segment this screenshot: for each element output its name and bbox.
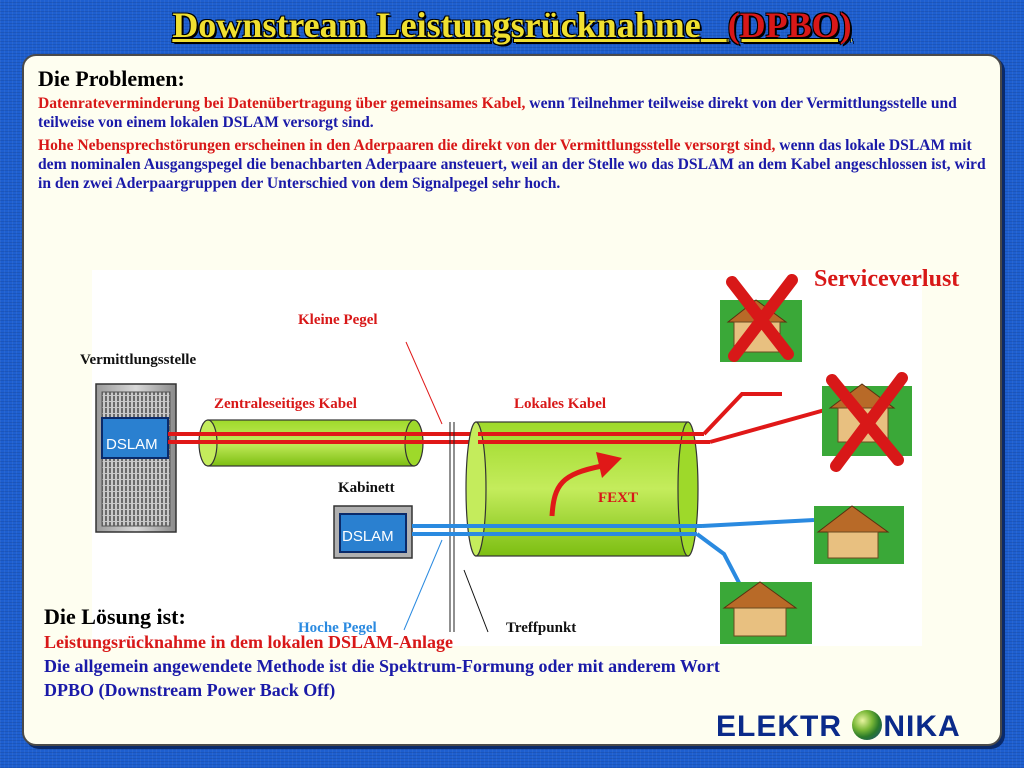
house-disconnected-1 (720, 274, 802, 362)
diagram-graphics (95, 274, 912, 644)
kabinett-label: Kabinett (338, 480, 395, 496)
exchange-rack (95, 383, 177, 533)
globe-icon (852, 710, 883, 740)
fext-label: FEXT (598, 490, 639, 506)
serviceverlust-label: Serviceverlust (814, 266, 960, 292)
problem-2-highlight: Hohe Nebensprechstörungen erscheinen in … (38, 137, 776, 154)
blue-lines (412, 518, 815, 601)
solution-heading: Die Lösung ist: (44, 604, 984, 630)
page-title: Downstream Leistungsrücknahme (DPBO) (0, 4, 1024, 46)
central-red-lines (168, 432, 482, 444)
treffpunkt-label: Treffpunkt (506, 620, 577, 636)
solution-line-1: Leistungsrücknahme in dem lokalen DSLAM-… (44, 632, 454, 652)
solution-heading-text: Die Lösung ist (44, 604, 179, 629)
dpbo-diagram: DSLAM DSLAM Vermittlungsstelle Kleine Pe… (80, 270, 922, 646)
logo-text-left: ELEKTR (716, 710, 842, 743)
problem-1-highlight: Datenrateverminderung bei Datenübertragu… (38, 95, 526, 112)
problem-1-text: wenn Teilnehmer teilweise direkt von der… (38, 95, 957, 131)
problem-2-text: wenn das lokale DSLAM mit dem nominalen … (38, 137, 986, 192)
solution-section: Die Lösung ist: Leistungsrücknahme in de… (44, 604, 984, 702)
zentral-kabel-label: Zentraleseitiges Kabel (214, 396, 357, 412)
solution-line-2: Die allgemein angewendete Methode ist di… (44, 656, 720, 676)
cabinet-dslam (333, 505, 413, 559)
title-abbreviation: (DPBO) (727, 5, 852, 45)
lokales-kabel-label: Lokales Kabel (514, 396, 607, 412)
kleine-pegel-label: Kleine Pegel (298, 312, 378, 328)
pointer-lines (403, 341, 489, 633)
house-connected-1 (814, 505, 904, 564)
vermittlungsstelle-label: Vermittlungsstelle (80, 352, 197, 368)
problem-paragraph-1: Datenrateverminderung bei Datenübertragu… (38, 94, 994, 132)
problems-heading: Die Problemen: (38, 66, 185, 91)
hoche-pegel-label: Hoche Pegel (298, 620, 377, 636)
red-lines-to-houses (478, 392, 833, 444)
content-panel: Die Problemen: Datenrateverminderung bei… (22, 54, 1002, 746)
solution-line-3: DPBO (Downstream Power Back Off) (44, 680, 336, 700)
house-disconnected-2 (822, 372, 912, 472)
house-connected-2 (720, 581, 812, 644)
elektronika-logo: ELEKTR NIKA (716, 710, 961, 744)
title-main: Downstream Leistungsrücknahme (172, 5, 701, 45)
fext-arrow (549, 452, 622, 517)
solution-heading-colon: : (178, 604, 186, 629)
logo-text-right: NIKA (883, 710, 961, 743)
problem-paragraph-2: Hohe Nebensprechstörungen erscheinen in … (38, 136, 994, 193)
dslam-cabinet-label: DSLAM (342, 528, 394, 545)
dslam-central-label: DSLAM (106, 436, 158, 453)
